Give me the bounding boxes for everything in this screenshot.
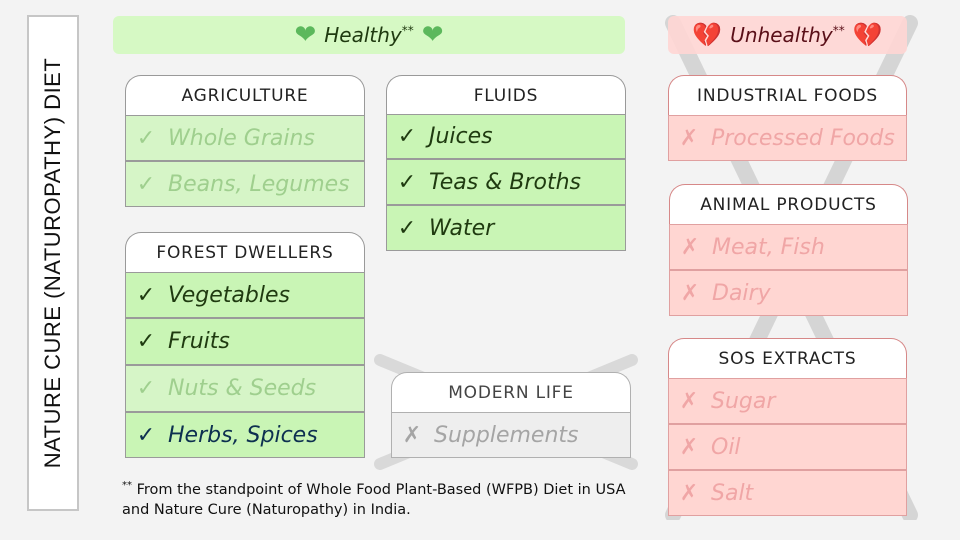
healthy-banner: ❤ Healthy** ❤ bbox=[113, 16, 625, 54]
healthy-label: Healthy bbox=[324, 23, 402, 47]
cross-icon: ✗ bbox=[402, 422, 422, 448]
unhealthy-label: Unhealthy bbox=[730, 23, 833, 47]
industrial-foods-header: INDUSTRIAL FOODS bbox=[668, 75, 907, 115]
check-icon: ✓ bbox=[136, 282, 156, 308]
item-label: Vegetables bbox=[168, 282, 290, 308]
item-label: Juices bbox=[429, 124, 493, 149]
cross-icon: ✗ bbox=[679, 434, 699, 460]
item-label: Oil bbox=[711, 434, 741, 460]
modern-life-title: MODERN LIFE bbox=[448, 382, 574, 403]
forest-dwellers-header: FOREST DWELLERS bbox=[125, 232, 365, 272]
list-item: ✗ Salt bbox=[668, 470, 907, 516]
fluids-title: FLUIDS bbox=[473, 85, 539, 106]
item-label: Water bbox=[429, 215, 495, 241]
unhealthy-banner: 💔 Unhealthy** 💔 bbox=[668, 16, 907, 54]
item-label: Teas & Broths bbox=[429, 169, 581, 195]
check-icon: ✓ bbox=[136, 171, 156, 197]
industrial-foods-title: INDUSTRIAL FOODS bbox=[697, 85, 878, 106]
list-item: ✓ Beans, Legumes bbox=[125, 161, 365, 207]
list-item: ✗ Meat, Fish bbox=[669, 224, 908, 270]
fluids-header: FLUIDS bbox=[386, 75, 626, 115]
broken-heart-icon: 💔 bbox=[692, 21, 723, 49]
list-item: ✗ Sugar bbox=[668, 378, 907, 424]
healthy-mark: ** bbox=[401, 23, 414, 38]
item-label: Supplements bbox=[434, 422, 579, 448]
forest-dwellers-title: FOREST DWELLERS bbox=[156, 242, 334, 263]
check-icon: ✓ bbox=[136, 376, 156, 401]
check-icon: ✓ bbox=[397, 169, 417, 195]
modern-life-header: MODERN LIFE bbox=[391, 372, 631, 412]
cross-icon: ✗ bbox=[680, 280, 700, 306]
item-label: Meat, Fish bbox=[712, 234, 825, 260]
broken-heart-icon: 💔 bbox=[852, 21, 883, 49]
check-icon: ✓ bbox=[397, 215, 417, 241]
footnote-line-1: From the standpoint of Whole Food Plant-… bbox=[136, 481, 626, 498]
agriculture-title: AGRICULTURE bbox=[181, 85, 309, 106]
list-item: ✓ Whole Grains bbox=[125, 115, 365, 161]
list-item: ✓ Nuts & Seeds bbox=[125, 365, 365, 412]
animal-products-header: ANIMAL PRODUCTS bbox=[669, 184, 908, 224]
animal-products-title: ANIMAL PRODUCTS bbox=[700, 194, 877, 215]
agriculture-header: AGRICULTURE bbox=[125, 75, 365, 115]
footnote-mark: ** bbox=[122, 480, 132, 491]
list-item: ✗ Processed Foods bbox=[668, 115, 907, 161]
item-label: Beans, Legumes bbox=[168, 171, 350, 197]
check-icon: ✓ bbox=[136, 125, 156, 151]
list-item: ✓ Water bbox=[386, 205, 626, 251]
check-icon: ✓ bbox=[136, 329, 156, 354]
check-icon: ✓ bbox=[136, 422, 156, 448]
list-item: ✓ Fruits bbox=[125, 318, 365, 365]
cross-icon: ✗ bbox=[680, 234, 700, 260]
unhealthy-mark: ** bbox=[832, 23, 845, 38]
item-label: Whole Grains bbox=[168, 125, 315, 151]
item-label: Sugar bbox=[711, 388, 776, 414]
list-item: ✗ Supplements bbox=[391, 412, 631, 458]
check-icon: ✓ bbox=[397, 124, 417, 149]
item-label: Nuts & Seeds bbox=[168, 376, 317, 401]
green-heart-icon: ❤ bbox=[421, 20, 444, 50]
sos-extracts-title: SOS EXTRACTS bbox=[718, 348, 857, 369]
list-item: ✓ Teas & Broths bbox=[386, 159, 626, 205]
list-item: ✗ Oil bbox=[668, 424, 907, 470]
cross-icon: ✗ bbox=[679, 388, 699, 414]
list-item: ✓ Juices bbox=[386, 114, 626, 159]
item-label: Fruits bbox=[168, 329, 230, 354]
sos-extracts-header: SOS EXTRACTS bbox=[668, 338, 907, 378]
footnote-line-2: and Nature Cure (Naturopathy) in India. bbox=[122, 501, 411, 518]
cross-icon: ✗ bbox=[679, 125, 699, 151]
item-label: Herbs, Spices bbox=[168, 422, 318, 448]
vertical-title-box: NATURE CURE (NATUROPATHY) DIET bbox=[27, 15, 79, 511]
list-item: ✓ Herbs, Spices bbox=[125, 412, 365, 458]
list-item: ✗ Dairy bbox=[669, 270, 908, 316]
item-label: Processed Foods bbox=[711, 125, 895, 151]
page-title: NATURE CURE (NATUROPATHY) DIET bbox=[40, 57, 65, 469]
green-heart-icon: ❤ bbox=[294, 20, 317, 50]
footnote: ** From the standpoint of Whole Food Pla… bbox=[122, 476, 652, 520]
list-item: ✓ Vegetables bbox=[125, 272, 365, 318]
item-label: Salt bbox=[711, 480, 754, 506]
item-label: Dairy bbox=[712, 280, 771, 306]
cross-icon: ✗ bbox=[679, 480, 699, 506]
